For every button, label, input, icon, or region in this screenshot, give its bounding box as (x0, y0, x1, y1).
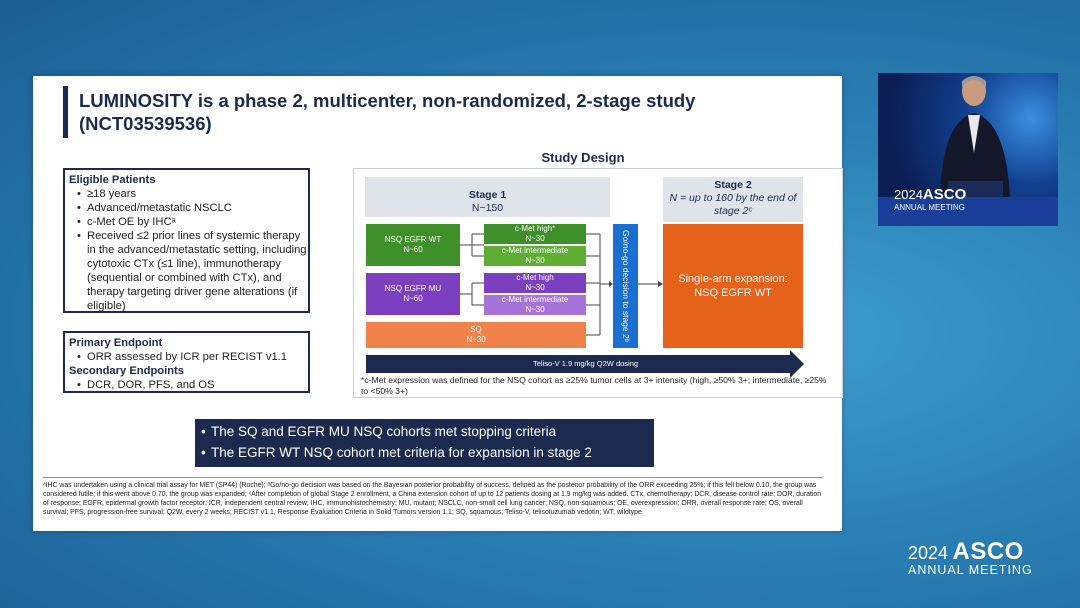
eligible-item: Received ≤2 prior lines of systemic ther… (77, 229, 308, 313)
asco-annual-meeting-logo: 2024 ASCO ANNUAL MEETING (908, 538, 1033, 577)
stage2-n: N = up to 160 by the end of stage 2ᶜ (669, 192, 797, 217)
cohort-sq-n: N~30 (466, 335, 486, 344)
dosing-label: Teliso-V 1.9 mg/kg Q2W dosing (533, 359, 639, 368)
conclusion-item: The EGFR WT NSQ cohort met criteria for … (195, 442, 654, 463)
secondary-endpoint-list: DCR, DOR, PFS, and OS (69, 378, 308, 392)
design-connectors (460, 233, 663, 336)
speaker-icon (878, 76, 1058, 226)
cohort-mu-name: NSQ EGFR MU (384, 284, 442, 293)
logo-meeting: ANNUAL MEETING (908, 563, 1033, 577)
cohort-nsq-egfr-mu: NSQ EGFR MU N~60 (366, 273, 460, 315)
primary-endpoint-heading: Primary Endpoint (69, 337, 163, 349)
footer-divider (43, 477, 823, 478)
endpoints-box: Primary Endpoint ORR assessed by ICR per… (63, 331, 310, 393)
logo-name: ASCO (952, 538, 1024, 565)
cohort-sq: SQ N~30 (366, 322, 586, 348)
logo-year: 2024 (908, 543, 949, 563)
presentation-slide: LUMINOSITY is a phase 2, multicenter, no… (33, 76, 843, 531)
speaker-logo-meeting: ANNUAL MEETING (894, 203, 965, 212)
cohort-wt-name: NSQ EGFR WT (384, 235, 442, 244)
speaker-video: 2024ASCO ANNUAL MEETING (878, 73, 1058, 226)
speaker-logo-name: ASCO (922, 186, 967, 203)
stage1-label: Stage 1 (468, 189, 507, 201)
sub-wt-int-n: N~30 (525, 256, 545, 265)
sub-mu-cmet-intermediate: c-Met intermediate N~30 (484, 295, 586, 315)
go-no-go-decision: Go/no-go decision to stage 2ᵇ (613, 224, 638, 348)
cmet-footnote: *c-Met expression was defined for the NS… (361, 375, 827, 396)
eligible-item: Advanced/metastatic NSCLC (77, 201, 308, 215)
sub-mu-int-n: N~30 (525, 305, 545, 314)
eligible-patients-box: Eligible Patients ≥18 years Advanced/met… (63, 168, 310, 313)
cohort-sq-name: SQ (470, 325, 482, 334)
single-arm-expansion: Single-arm expansion: NSQ EGFR WT (663, 224, 803, 348)
eligible-item: ≥18 years (77, 187, 308, 201)
speaker-logo-year: 2024 (894, 187, 923, 202)
primary-endpoint-list: ORR assessed by ICR per RECIST v1.1 (69, 350, 308, 364)
sub-mu-high-n: N~30 (525, 283, 545, 292)
sub-mu-high-label: c-Met high (516, 273, 554, 282)
arrowhead-icon (609, 281, 613, 287)
sub-mu-int-label: c-Met intermediate (501, 295, 569, 304)
dosing-arrow (366, 350, 804, 378)
sub-wt-cmet-high: c-Met high* N~30 (484, 224, 586, 244)
sub-wt-high-label: c-Met high* (514, 224, 556, 233)
title-accent-bar (63, 86, 68, 138)
sub-wt-cmet-intermediate: c-Met intermediate N~30 (484, 246, 586, 266)
sub-wt-high-n: N~30 (525, 234, 545, 243)
conclusions-box: The SQ and EGFR MU NSQ cohorts met stopp… (195, 419, 654, 467)
sub-wt-int-label: c-Met intermediate (501, 246, 569, 255)
eligible-list: ≥18 years Advanced/metastatic NSCLC c-Me… (69, 187, 308, 313)
cohort-wt-n: N~60 (403, 245, 423, 254)
cohort-mu-n: N~60 (403, 294, 423, 303)
eligible-heading: Eligible Patients (69, 174, 156, 186)
study-design-title: Study Design (541, 150, 625, 165)
sub-mu-cmet-high: c-Met high N~30 (484, 273, 586, 293)
stage2-header: Stage 2 N = up to 160 by the end of stag… (663, 177, 803, 222)
secondary-endpoint-item: DCR, DOR, PFS, and OS (77, 378, 308, 392)
speaker-asco-logo: 2024ASCO ANNUAL MEETING (894, 186, 967, 214)
conclusion-item: The SQ and EGFR MU NSQ cohorts met stopp… (195, 421, 654, 442)
primary-endpoint-item: ORR assessed by ICR per RECIST v1.1 (77, 350, 308, 364)
secondary-endpoints-heading: Secondary Endpoints (69, 365, 184, 377)
stage1-n: N~150 (471, 202, 504, 214)
stage2-label: Stage 2 (714, 179, 752, 191)
expansion-label: Single-arm expansion: NSQ EGFR WT (678, 273, 788, 299)
stage1-header: Stage 1 N~150 (365, 177, 610, 217)
slide-footnotes: ᵃIHC was undertaken using a clinical tri… (43, 482, 822, 516)
eligible-item: c-Met OE by IHCᵃ (77, 215, 308, 229)
slide-title: LUMINOSITY is a phase 2, multicenter, no… (79, 90, 696, 134)
cohort-nsq-egfr-wt: NSQ EGFR WT N~60 (366, 224, 460, 266)
arrowhead-icon (658, 281, 663, 287)
